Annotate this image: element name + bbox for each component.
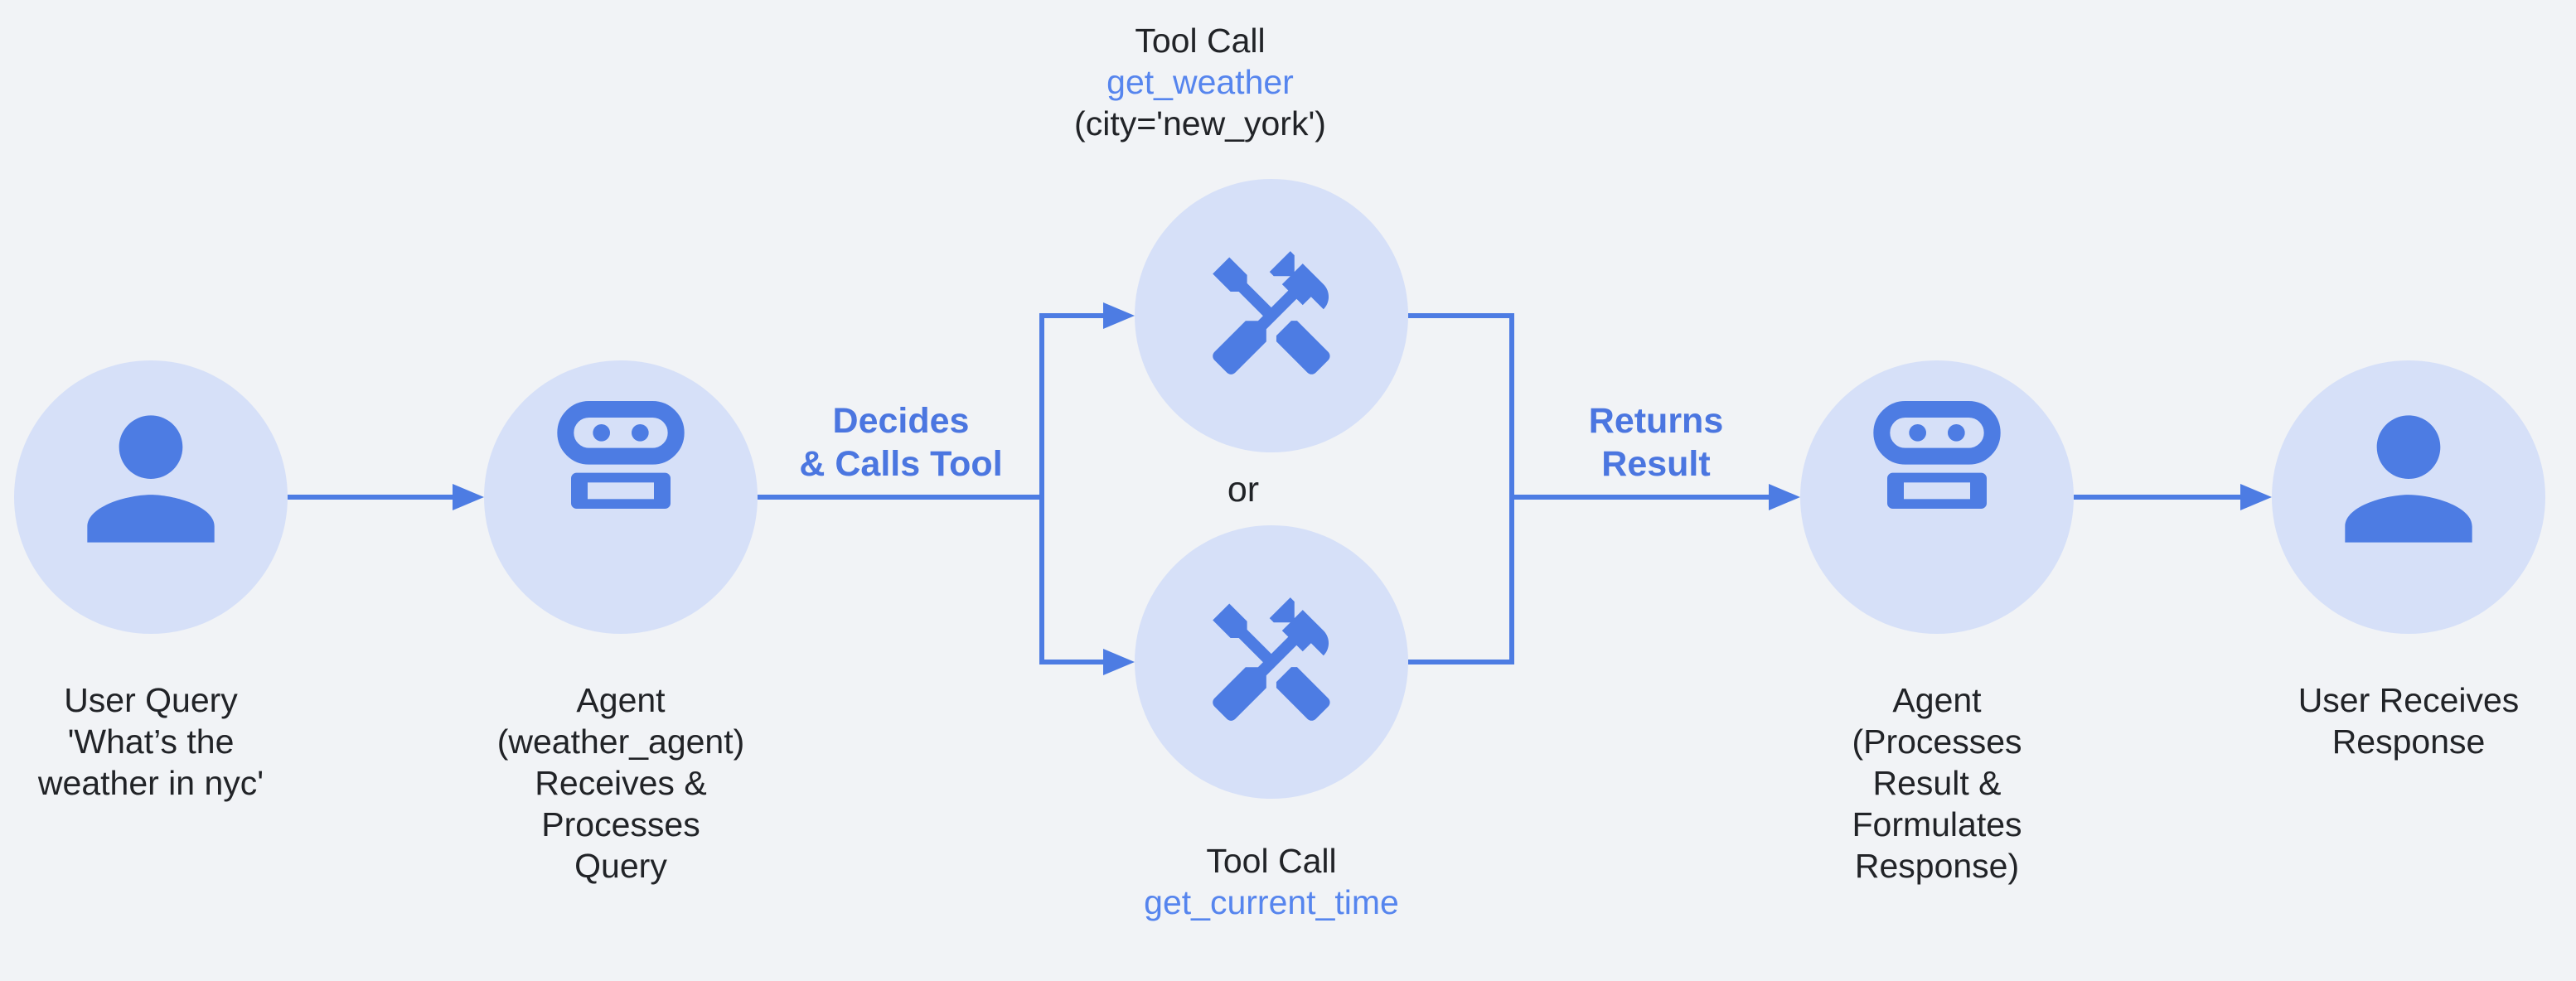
arrowhead-icon [1103, 302, 1135, 329]
person-icon [87, 415, 215, 543]
tool-name-get-current-time: get_current_time [1144, 883, 1399, 921]
edge-agent-to-user [2074, 495, 2242, 500]
label-user-query: User Query 'What’s the weather in nyc' [37, 681, 264, 802]
edge-branch-bottom [1039, 660, 1105, 664]
label-tool-get-weather: Tool Call get_weather (city='new_york') [1074, 20, 1326, 144]
tool-call-title: Tool Call [1135, 22, 1266, 60]
label-or: or [1227, 470, 1260, 510]
label-agent-in: Agent (weather_agent) Receives & Process… [496, 681, 745, 885]
edge-tool-top-exit [1408, 313, 1514, 318]
robot-icon [1873, 401, 2001, 509]
label-agent-out: Agent (Processes Result & Formulates Res… [1852, 681, 2022, 885]
edge-branch-top [1039, 313, 1105, 318]
label-user-response: User Receives Response [2298, 681, 2520, 761]
arrowhead-icon [2240, 484, 2272, 510]
tool-call-title: Tool Call [1206, 842, 1337, 880]
edge-split-vertical [1039, 313, 1044, 664]
tool-args: (city='new_york') [1074, 104, 1326, 143]
arrowhead-icon [1103, 649, 1135, 675]
edge-returns-result [1512, 495, 1770, 500]
label-decides-calls-tool: Decides & Calls Tool [799, 401, 1003, 484]
edge-agent-to-split [758, 495, 1044, 500]
arrowhead-icon [453, 484, 484, 510]
label-tool-get-current-time: Tool Call get_current_time [1144, 840, 1399, 923]
robot-icon [557, 401, 685, 509]
handyman-tools-icon [1213, 597, 1330, 721]
tool-name-get-weather: get_weather [1106, 63, 1294, 101]
handyman-tools-icon [1213, 251, 1330, 375]
arrowhead-icon [1769, 484, 1800, 510]
edge-tool-bottom-exit [1408, 660, 1514, 664]
label-returns-result: Returns Result [1588, 401, 1724, 484]
edge-merge-vertical [1509, 313, 1514, 664]
edge-user-to-agent [288, 495, 458, 500]
person-icon [2345, 415, 2472, 543]
